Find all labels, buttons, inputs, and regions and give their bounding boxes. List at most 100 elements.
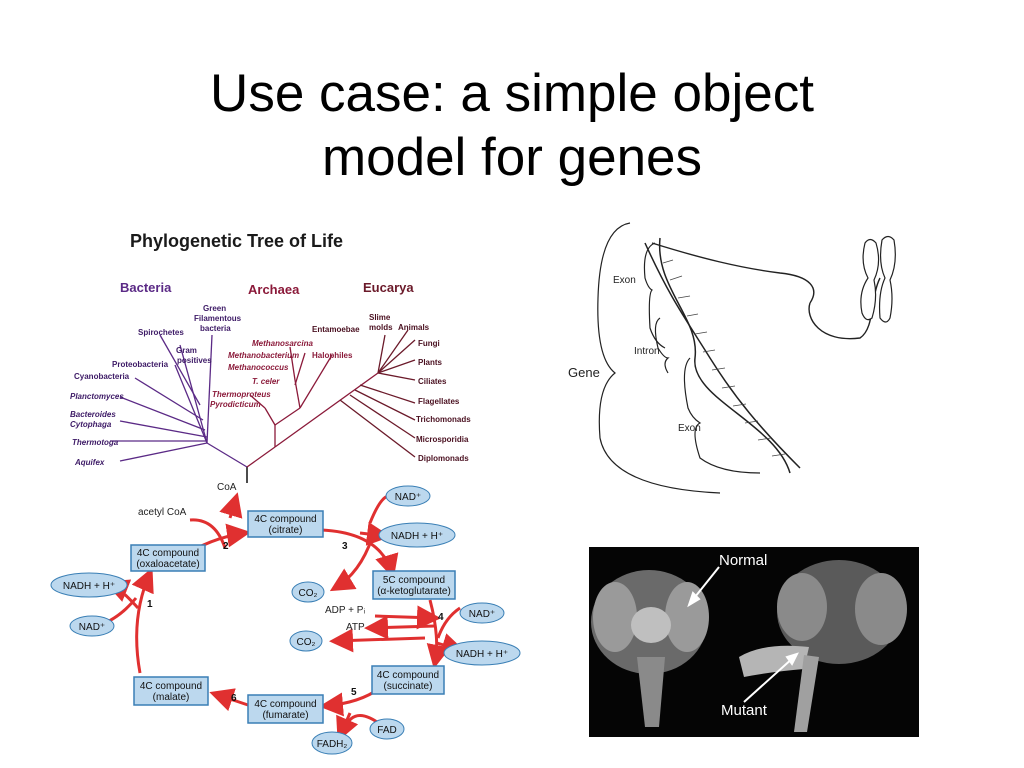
taxon-label: molds <box>369 323 393 332</box>
atp-label: ATP <box>346 622 365 633</box>
nadh-oval: NADH + H⁺ <box>378 522 456 548</box>
taxon-label: Plants <box>418 358 443 367</box>
svg-text:NADH + H⁺: NADH + H⁺ <box>456 649 508 660</box>
exon-label: Exon <box>678 423 701 434</box>
svg-text:NADH + H⁺: NADH + H⁺ <box>391 531 443 542</box>
svg-text:NAD⁺: NAD⁺ <box>395 492 421 503</box>
taxon-label: Ciliates <box>418 377 447 386</box>
archaea-labels: Methanosarcina Methanobacterium Halophil… <box>210 339 353 409</box>
taxon-label: Gram <box>176 346 197 355</box>
malate-line2: (malate) <box>153 692 190 703</box>
taxon-label: Animals <box>398 323 430 332</box>
step-number: 6 <box>231 693 237 704</box>
step-number: 5 <box>351 687 357 698</box>
coa-label: CoA <box>217 482 237 493</box>
archaea-branches <box>246 346 379 468</box>
eucarya-labels: Entamoebae Slime molds Animals Fungi Pla… <box>312 313 471 463</box>
exon-label: Exon <box>613 275 636 286</box>
domain-archaea: Archaea <box>248 282 300 297</box>
malate-box: 4C compound (malate) <box>133 676 209 706</box>
svg-text:FADH₂: FADH₂ <box>317 739 348 750</box>
fumarate-line1: 4C compound <box>254 699 316 710</box>
helix-rungs <box>662 259 786 457</box>
taxon-label: Cyanobacteria <box>74 372 130 381</box>
taxon-label: Cytophaga <box>70 420 112 429</box>
nadh-oval: NADH + H⁺ <box>50 572 128 598</box>
succinate-box: 4C compound (succinate) <box>371 665 445 695</box>
bacteria-labels: Green Filamentous bacteria Spirochetes G… <box>70 304 242 467</box>
ketoglutarate-box: 5C compound (α-ketoglutarate) <box>372 570 456 600</box>
normal-fly-head <box>591 570 709 727</box>
taxon-label: Halophiles <box>312 351 353 360</box>
krebs-cycle-figure: CoA acetyl CoA 4C compound (citrate) 4C … <box>50 482 521 755</box>
oxaloacetate-line2: (oxaloacetate) <box>136 559 199 570</box>
taxon-label: Slime <box>369 313 391 322</box>
dna-double-helix <box>644 237 881 474</box>
mutant-fly-head <box>739 560 907 732</box>
nadh-oval: NADH + H⁺ <box>443 640 521 666</box>
step-number: 2 <box>223 541 229 552</box>
citrate-box: 4C compound (citrate) <box>247 510 324 538</box>
taxon-label: Microsporidia <box>416 435 469 444</box>
citrate-line2: (citrate) <box>269 525 303 536</box>
citrate-line1: 4C compound <box>254 514 316 525</box>
bacteria-branches <box>110 334 248 468</box>
domain-eucarya: Eucarya <box>363 280 414 295</box>
succinate-line2: (succinate) <box>384 681 433 692</box>
gene-label: Gene <box>568 365 600 380</box>
fad-oval: FAD <box>369 718 405 740</box>
intron-label: Intron <box>634 346 660 357</box>
taxon-label: Pyrodicticum <box>210 400 261 409</box>
taxon-label: Thermoproteus <box>212 390 271 399</box>
fadh2-oval: FADH₂ <box>311 731 353 755</box>
taxon-label: T. celer <box>252 377 280 386</box>
adp-label: ADP + Pᵢ <box>325 605 365 616</box>
svg-text:NAD⁺: NAD⁺ <box>469 609 495 620</box>
fly-mutant-photo: Normal Mutant <box>589 547 919 737</box>
taxon-label: Planctomyces <box>70 392 124 401</box>
phylogenetic-tree-figure: Phylogenetic Tree of Life Bacteria Archa… <box>70 231 471 483</box>
annotation-arrows <box>687 566 799 703</box>
svg-text:CO₂: CO₂ <box>297 637 316 648</box>
taxon-label: bacteria <box>200 324 231 333</box>
succinate-line1: 4C compound <box>377 670 439 681</box>
taxon-label: positives <box>177 356 212 365</box>
ketoglutarate-line1: 5C compound <box>383 575 445 586</box>
taxon-label: Proteobacteria <box>112 360 169 369</box>
taxon-label: Filamentous <box>194 314 242 323</box>
slide-title-line2: model for genes <box>321 128 703 187</box>
oxaloacetate-line1: 4C compound <box>137 548 199 559</box>
slide-title: Use case: a simple object model for gene… <box>0 62 1024 190</box>
taxon-label: Fungi <box>418 339 440 348</box>
gene-braces <box>597 222 761 494</box>
fumarate-box: 4C compound (fumarate) <box>247 694 324 724</box>
mutant-label: Mutant <box>721 702 768 719</box>
nad-oval: NAD⁺ <box>459 602 505 624</box>
svg-text:CO₂: CO₂ <box>299 588 318 599</box>
fumarate-line2: (fumarate) <box>262 710 308 721</box>
step-number: 4 <box>438 612 444 623</box>
taxon-label: Green <box>203 304 226 313</box>
taxon-label: Thermotoga <box>72 438 119 447</box>
taxon-label: Flagellates <box>418 397 460 406</box>
domain-bacteria: Bacteria <box>120 280 172 295</box>
ketoglutarate-line2: (α-ketoglutarate) <box>377 586 451 597</box>
taxon-label: Spirochetes <box>138 328 184 337</box>
gene-structure-figure: Exon Intron Gene Exon <box>568 222 896 494</box>
taxon-label: Entamoebae <box>312 325 360 334</box>
co2-oval: CO₂ <box>291 581 325 603</box>
co2-oval: CO₂ <box>289 630 323 652</box>
slide-title-line1: Use case: a simple object <box>210 64 814 123</box>
step-number: 3 <box>342 541 348 552</box>
taxon-label: Bacteroides <box>70 410 116 419</box>
eucarya-branches <box>339 329 416 458</box>
step-number: 1 <box>147 599 153 610</box>
tree-title: Phylogenetic Tree of Life <box>130 231 343 251</box>
taxon-label: Methanobacterium <box>228 351 299 360</box>
taxon-label: Diplomonads <box>418 454 469 463</box>
nad-oval: NAD⁺ <box>385 485 431 507</box>
taxon-label: Methanosarcina <box>252 339 313 348</box>
oxaloacetate-box: 4C compound (oxaloacetate) <box>130 544 206 572</box>
svg-text:NADH + H⁺: NADH + H⁺ <box>63 581 115 592</box>
svg-text:NAD⁺: NAD⁺ <box>79 622 105 633</box>
